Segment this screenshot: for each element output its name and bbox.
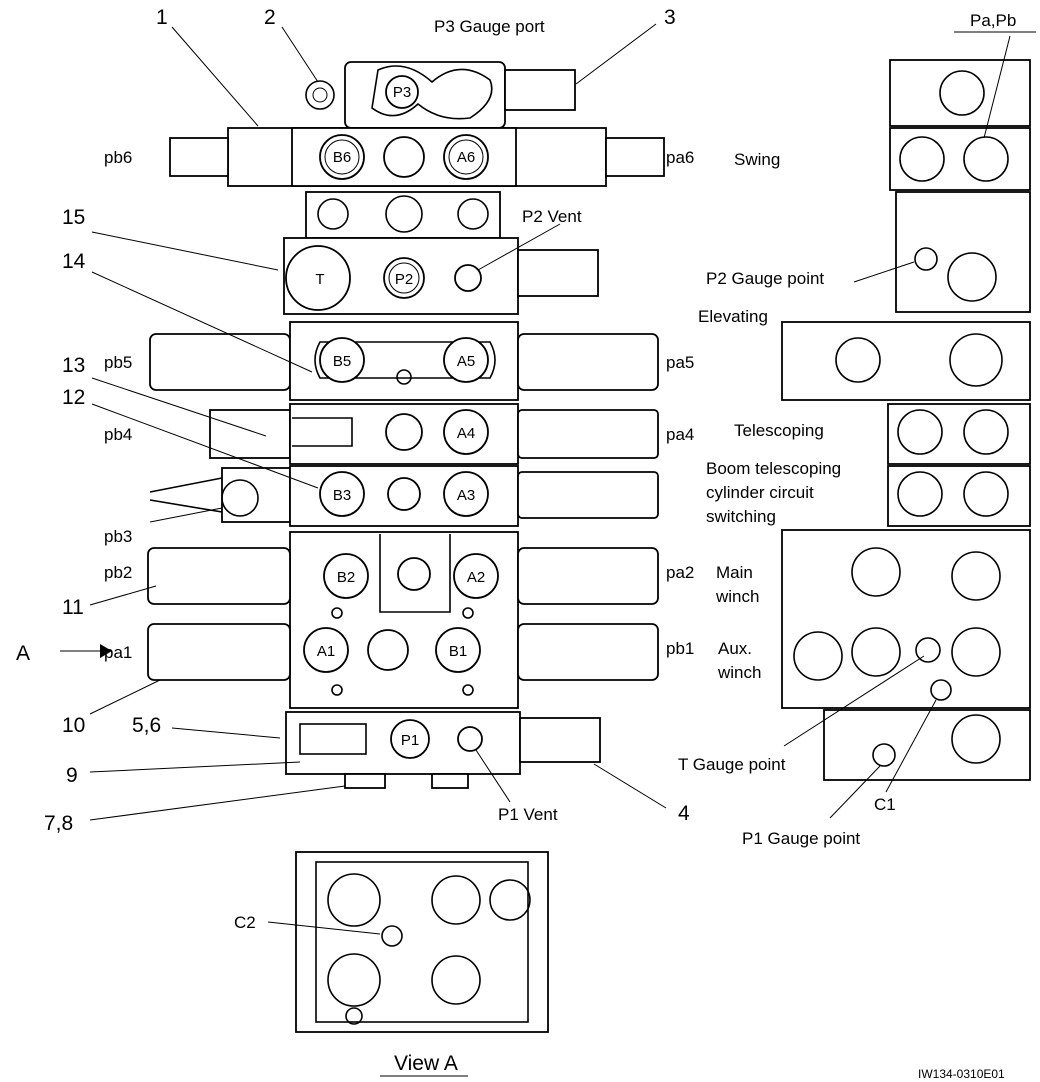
front-view [60, 23, 667, 821]
callout-1: 1 [156, 6, 168, 29]
p3-port-circle [385, 75, 419, 109]
callout-13: 13 [62, 354, 85, 377]
callout-15: 15 [62, 206, 85, 229]
port-a6: A6 [457, 149, 475, 166]
p2-vent-label: P2 Vent [522, 207, 582, 226]
callout-7-8: 7,8 [44, 812, 73, 835]
function-elevating: Elevating [698, 307, 768, 326]
port-b3: B3 [333, 487, 351, 504]
pilot-pb5: pb5 [104, 353, 132, 372]
callout-3: 3 [664, 6, 676, 29]
callout-14: 14 [62, 250, 86, 273]
p1-gauge-point-label: P1 Gauge point [742, 829, 860, 848]
port-p2: P2 [395, 271, 413, 288]
t-gauge-point-label: T Gauge point [678, 755, 786, 774]
function-swing: Swing [734, 150, 780, 169]
arrow-a-label: A [16, 642, 30, 665]
function-aux-line1: Aux. [718, 639, 752, 658]
port-b1: B1 [449, 643, 467, 660]
function-aux-line2: winch [717, 663, 761, 682]
pilot-pb1: pb1 [666, 639, 694, 658]
pa-pb-label: Pa,Pb [970, 11, 1016, 30]
pilot-pb3: pb3 [104, 527, 132, 546]
port-a5: A5 [457, 353, 475, 370]
p3-gauge-port-label: P3 Gauge port [434, 17, 545, 36]
callout-9: 9 [66, 764, 78, 787]
c2-label: C2 [234, 913, 256, 932]
function-boom-line1: Boom telescoping [706, 459, 841, 478]
port-p3: P3 [393, 84, 411, 101]
function-telescoping: Telescoping [734, 421, 824, 440]
pilot-pa4: pa4 [666, 425, 694, 444]
callout-12: 12 [62, 386, 85, 409]
pilot-pa2: pa2 [666, 563, 694, 582]
port-t: T [315, 271, 324, 288]
pilot-pa1: pa1 [104, 643, 132, 662]
callout-5-6: 5,6 [132, 714, 161, 737]
port-b5: B5 [333, 353, 351, 370]
pilot-pb6: pb6 [104, 148, 132, 167]
port-a1: A1 [317, 643, 335, 660]
function-main-line1: Main [716, 563, 753, 582]
port-b2: B2 [337, 569, 355, 586]
pilot-pb2: pb2 [104, 563, 132, 582]
function-boom-line3: switching [706, 507, 776, 526]
p1-vent-label: P1 Vent [498, 805, 558, 824]
port-p1: P1 [401, 732, 419, 749]
pilot-pa6: pa6 [666, 148, 694, 167]
callout-2: 2 [264, 6, 276, 29]
callout-4: 4 [678, 802, 690, 825]
side-view [781, 31, 1036, 819]
pilot-pa5: pa5 [666, 353, 694, 372]
callout-10: 10 [62, 714, 85, 737]
port-a3: A3 [457, 487, 475, 504]
view-a-label: View A [394, 1052, 458, 1075]
c1-label: C1 [874, 795, 896, 814]
p2-gauge-point-label: P2 Gauge point [706, 269, 824, 288]
view-a [267, 851, 549, 1077]
port-b6: B6 [333, 149, 351, 166]
pilot-pb4: pb4 [104, 425, 132, 444]
function-main-line2: winch [715, 587, 759, 606]
drawing-id: IW134-0310E01 [918, 1067, 1005, 1081]
port-a4: A4 [457, 425, 475, 442]
port-a2: A2 [467, 569, 485, 586]
callout-11: 11 [62, 596, 84, 619]
function-boom-line2: cylinder circuit [706, 483, 814, 502]
